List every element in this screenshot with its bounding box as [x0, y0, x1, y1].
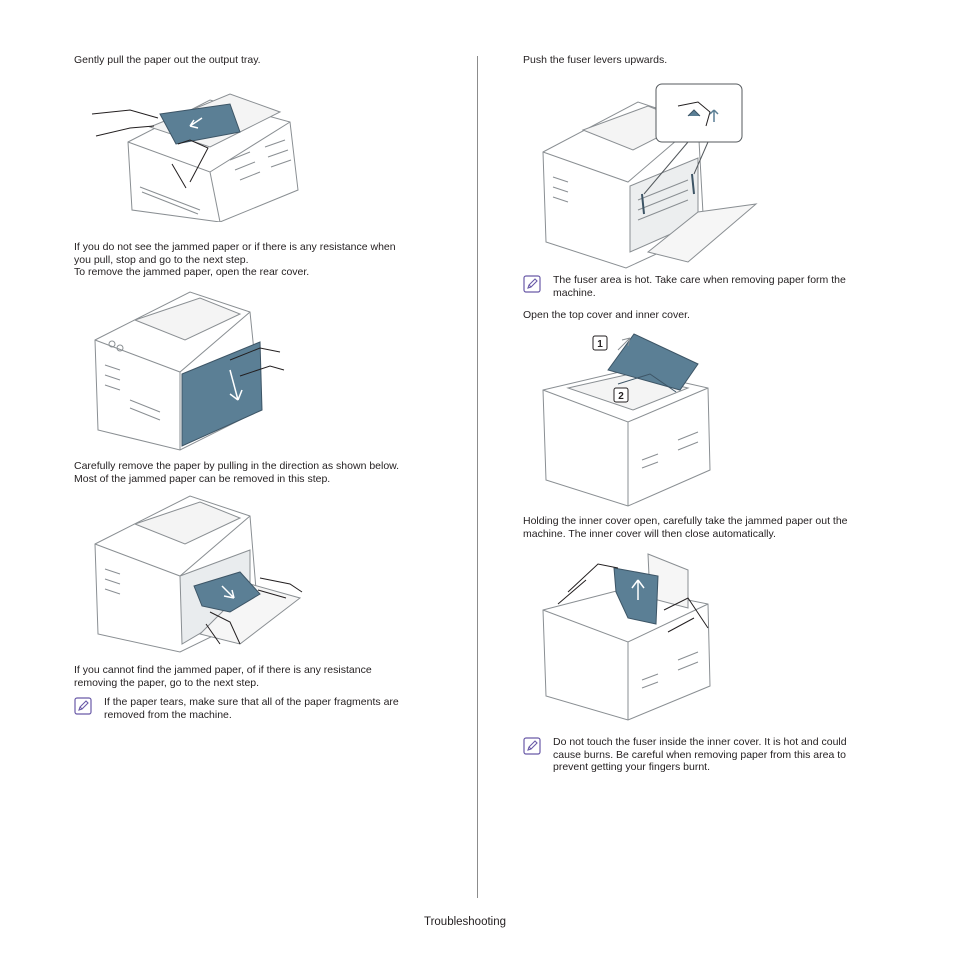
figure-open-top-cover: 1 2	[538, 330, 718, 508]
note-text: The fuser area is hot. Take care when re…	[553, 274, 846, 299]
figure-pull-output-tray	[90, 92, 305, 222]
note-pencil-icon	[523, 275, 541, 293]
step-text: Push the fuser levers upwards.	[523, 54, 668, 66]
note-text: If the paper tears, make sure that all o…	[104, 696, 399, 721]
step-text: Gently pull the paper out the output tra…	[74, 54, 261, 66]
callout-2-label: 2	[618, 391, 624, 402]
step-text: Carefully remove the paper by pulling in…	[74, 460, 400, 485]
note-pencil-icon	[523, 737, 541, 755]
page-footer: Troubleshooting	[423, 916, 507, 928]
note-text: Do not touch the fuser inside the inner …	[553, 736, 847, 774]
step-text: Holding the inner cover open, carefully …	[523, 515, 848, 540]
callout-1-label: 1	[597, 339, 603, 350]
figure-fuser-levers	[538, 82, 758, 272]
step-text: If you do not see the jammed paper or if…	[74, 241, 396, 279]
figure-remove-paper-inner-cover	[538, 552, 718, 722]
figure-open-rear-cover	[90, 290, 285, 452]
figure-pull-jammed-paper	[90, 494, 305, 654]
note-pencil-icon	[74, 697, 92, 715]
step-text: Open the top cover and inner cover.	[523, 309, 690, 321]
step-text: If you cannot find the jammed paper, of …	[74, 664, 372, 689]
column-divider	[477, 56, 478, 898]
